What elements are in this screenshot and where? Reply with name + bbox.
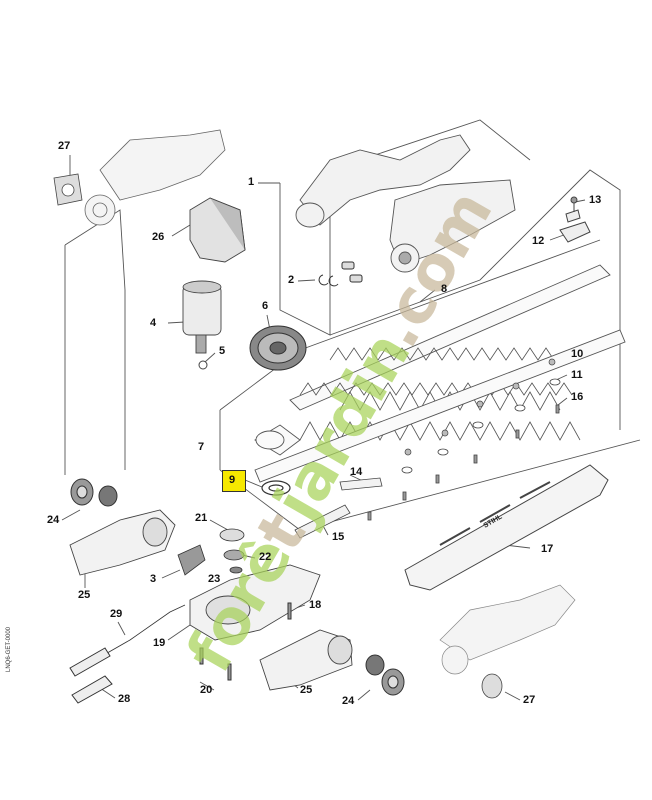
- blade-7: [254, 329, 626, 483]
- leader-5: [204, 352, 216, 363]
- callout-16[interactable]: 16: [571, 391, 584, 403]
- gear-6: [249, 325, 307, 371]
- callout-5[interactable]: 5: [219, 345, 226, 357]
- clips-2: [318, 261, 363, 287]
- leader-3: [161, 569, 181, 579]
- motor-cover-26: [189, 197, 246, 263]
- callout-3[interactable]: 3: [150, 573, 157, 585]
- rear-handle-housing-top: [84, 129, 226, 226]
- callout-28[interactable]: 28: [118, 693, 131, 705]
- callout-22[interactable]: 22: [259, 551, 272, 563]
- callout-11[interactable]: 11: [571, 369, 583, 381]
- cap-27-bottom: [481, 673, 503, 699]
- reference-code: LNQ6-GET-0000: [6, 626, 12, 672]
- callout-4[interactable]: 4: [150, 317, 157, 329]
- callout-26[interactable]: 26: [152, 231, 165, 243]
- callout-10[interactable]: 10: [571, 348, 584, 360]
- nuts-10: [404, 358, 556, 456]
- callout-1[interactable]: 1: [248, 176, 255, 188]
- bracket-group-upper-right: [329, 169, 621, 430]
- tube-28: [71, 675, 113, 704]
- rear-handle-housing-bottom: [439, 584, 576, 675]
- callout-12[interactable]: 12: [532, 235, 545, 247]
- leader-19: [167, 624, 191, 641]
- watermark-part4: .com: [360, 178, 507, 360]
- highlight-box-9: [222, 470, 246, 492]
- washer-5: [198, 360, 208, 370]
- callout-29[interactable]: 29: [110, 608, 123, 620]
- cap-27-top: [53, 173, 83, 206]
- callout-8[interactable]: 8: [441, 283, 448, 295]
- cable-29: [94, 604, 186, 661]
- plate-15: [294, 504, 351, 539]
- housing-half-1: [295, 134, 516, 273]
- callout-6[interactable]: 6: [262, 300, 269, 312]
- leader-4: [167, 321, 186, 324]
- screw-13: [570, 196, 578, 212]
- screws-16: [367, 404, 560, 521]
- leader-8: [419, 289, 436, 303]
- handle-25-right: [259, 629, 353, 691]
- callout-17[interactable]: 17: [541, 543, 554, 555]
- blade-teeth: [299, 347, 581, 441]
- leader-27b: [504, 691, 521, 701]
- blade-8: [289, 264, 611, 411]
- callout-18[interactable]: 18: [309, 599, 322, 611]
- callout-14[interactable]: 14: [350, 466, 363, 478]
- washer-9: [261, 480, 291, 496]
- leader-21: [209, 519, 229, 531]
- callout-7[interactable]: 7: [198, 441, 205, 453]
- callout-15[interactable]: 15: [332, 531, 345, 543]
- bracket-group-24-left: [64, 209, 126, 475]
- leader-29: [117, 621, 126, 636]
- callout-24-right[interactable]: 24: [342, 695, 355, 707]
- callout-27-bottom[interactable]: 27: [523, 694, 536, 706]
- leader-2: [297, 279, 316, 282]
- callout-2[interactable]: 2: [288, 274, 295, 286]
- leader-20: [199, 681, 215, 691]
- screw-18: [287, 602, 292, 620]
- gear-24-right: [365, 654, 405, 696]
- part-12: [559, 209, 591, 243]
- handle-25-left: [69, 509, 176, 576]
- leader-24a: [61, 509, 81, 521]
- leader-26: [171, 224, 191, 237]
- leader-16: [557, 397, 568, 406]
- callout-25-left[interactable]: 25: [78, 589, 91, 601]
- callout-20[interactable]: 20: [200, 684, 213, 696]
- motor-4: [182, 280, 222, 354]
- tube-29: [69, 647, 111, 677]
- gear-24-left: [70, 478, 118, 507]
- screw-20: [199, 647, 232, 681]
- seals-21-22-23: [219, 528, 245, 574]
- part-3: [177, 544, 206, 576]
- callout-19[interactable]: 19: [153, 637, 166, 649]
- bracket-group-1: [258, 119, 531, 336]
- blade-guard-17: STIHL: [404, 464, 609, 591]
- gearbox-housing-19: [189, 564, 321, 641]
- callout-21[interactable]: 21: [195, 512, 208, 524]
- plate-14: [339, 477, 383, 491]
- callout-9[interactable]: 9: [229, 474, 236, 486]
- callout-25-right[interactable]: 25: [300, 684, 313, 696]
- callout-27-top[interactable]: 27: [58, 140, 71, 152]
- washers-11: [401, 378, 561, 474]
- callout-24-left[interactable]: 24: [47, 514, 60, 526]
- leader-9: [244, 479, 263, 488]
- callout-23[interactable]: 23: [208, 573, 221, 585]
- callout-13[interactable]: 13: [589, 194, 602, 206]
- leader-24b: [357, 689, 371, 701]
